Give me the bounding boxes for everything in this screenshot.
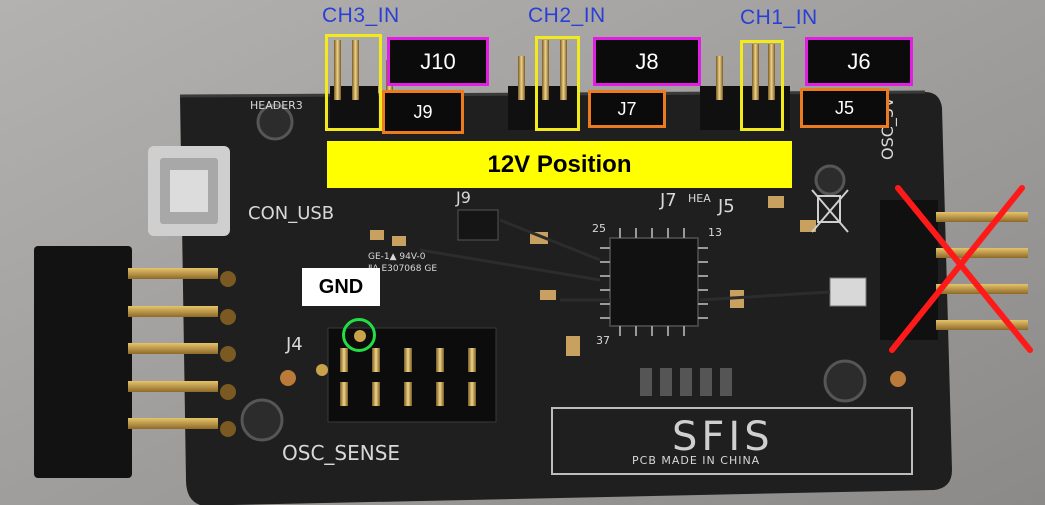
ch2-pin-highlight — [535, 36, 580, 131]
silk-brand: SFIS — [672, 414, 774, 460]
silk-header3: HEADER3 — [250, 99, 303, 112]
silk-hea: HEA — [688, 192, 711, 205]
silk-j4: J4 — [286, 334, 303, 355]
ic-pins — [600, 228, 708, 336]
red-cross-mark — [889, 185, 1033, 353]
left-connector-block — [34, 246, 132, 478]
main-ic-chip — [609, 237, 699, 327]
jumper-j9: J9 — [382, 90, 464, 134]
left-connector-pins — [128, 268, 236, 437]
sfis-silk-box — [551, 407, 913, 475]
pcb-traces — [419, 218, 831, 302]
cross-marker — [890, 371, 906, 387]
label-ch3-in: CH3_IN — [322, 4, 400, 27]
mounting-hole — [823, 359, 867, 403]
mounting-hole — [814, 164, 846, 196]
ch3-pin-highlight — [325, 34, 382, 131]
cross-marker — [280, 370, 296, 386]
weee-bin-icon — [811, 189, 849, 233]
silk-osc-sense: OSC_SENSE — [282, 441, 401, 465]
mounting-hole — [256, 103, 294, 141]
gnd-label: GND — [302, 268, 380, 306]
jumper-j5: J5 — [800, 88, 889, 128]
silk-j9: J9 — [456, 188, 471, 207]
jumper-j10: J10 — [387, 37, 489, 86]
silk-pin-13: 13 — [708, 226, 722, 239]
ch1-pin-highlight — [740, 40, 784, 131]
silk-con-usb: CON_USB — [248, 203, 335, 224]
osc-3v-header — [880, 200, 938, 340]
silk-pin-37: 37 — [596, 334, 610, 347]
label-ch2-in: CH2_IN — [528, 4, 606, 27]
mounting-hole — [240, 398, 284, 442]
gnd-pin-highlight — [342, 318, 376, 352]
twelve-volt-position-banner: 12V Position — [327, 141, 792, 188]
jumper-j7: J7 — [588, 90, 666, 128]
jumper-j8: J8 — [593, 37, 701, 86]
silk-cert: GE-1▲ 94V-0 — [368, 252, 426, 262]
ch2-header — [508, 40, 580, 130]
silk-pin-25: 25 — [592, 222, 606, 235]
silk-j5: J5 — [718, 196, 735, 217]
silk-lot: ⅡA E307068 GE — [368, 264, 438, 274]
ch1-header — [700, 44, 790, 130]
silk-made-in: PCB MADE IN CHINA — [632, 454, 761, 467]
silk-j7: J7 — [660, 190, 677, 211]
label-ch1-in: CH1_IN — [740, 6, 818, 29]
jumper-j6: J6 — [805, 37, 913, 86]
